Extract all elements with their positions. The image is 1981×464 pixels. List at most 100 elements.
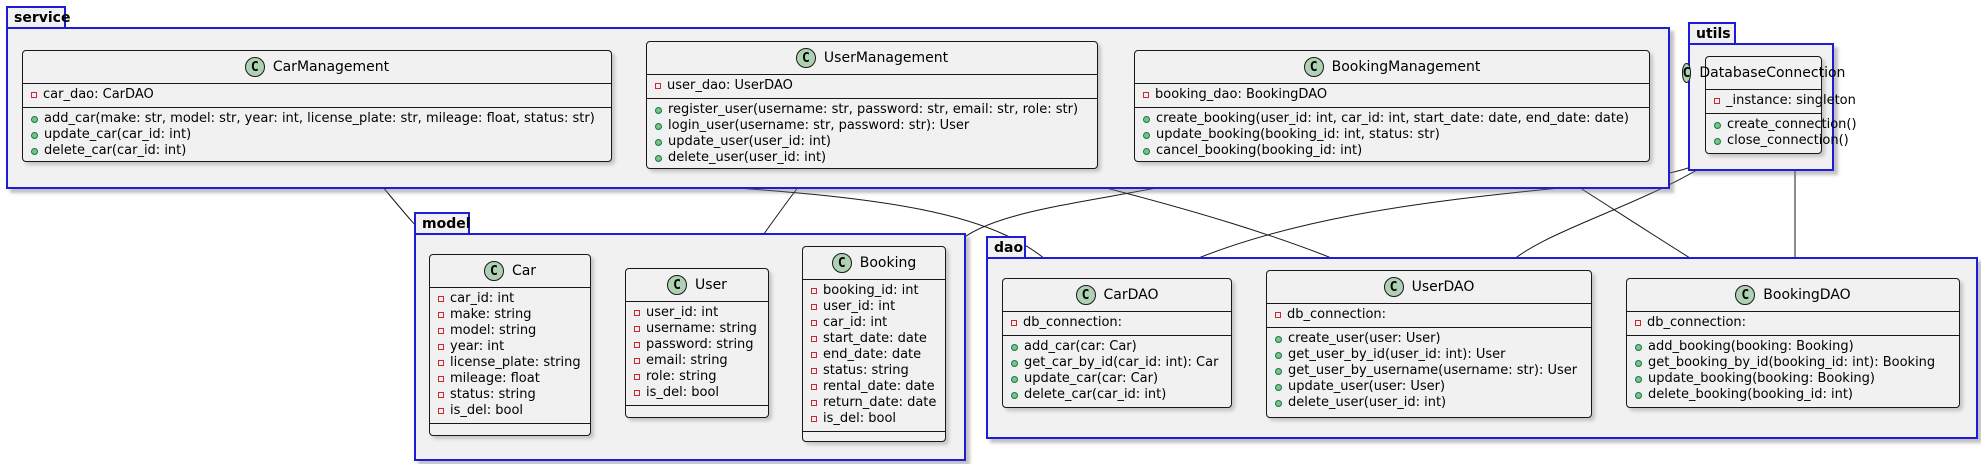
private-visibility-icon bbox=[1635, 320, 1641, 326]
attribute-row: user_dao: UserDAO bbox=[655, 78, 1089, 94]
class-stereotype-icon: C bbox=[1383, 277, 1404, 297]
operation-row: delete_user(user_id: int) bbox=[655, 150, 1089, 166]
attribute-row: status: string bbox=[438, 387, 582, 403]
private-visibility-icon bbox=[634, 358, 640, 364]
class-name: UserManagement bbox=[823, 50, 949, 66]
public-visibility-icon bbox=[31, 147, 38, 155]
operation-row: delete_car(car_id: int) bbox=[31, 143, 603, 159]
private-visibility-icon bbox=[438, 296, 444, 302]
attribute-row: is_del: bool bbox=[634, 385, 760, 401]
class-stereotype-icon: C bbox=[1075, 285, 1096, 305]
attribute-text: year: int bbox=[450, 339, 505, 354]
operation-text: create_user(user: User) bbox=[1288, 331, 1441, 346]
attribute-text: status: string bbox=[450, 387, 536, 402]
attribute-text: start_date: date bbox=[823, 331, 927, 346]
operation-row: get_user_by_id(user_id: int): User bbox=[1275, 347, 1583, 363]
operation-text: delete_user(user_id: int) bbox=[668, 150, 827, 165]
public-visibility-icon bbox=[1143, 115, 1150, 123]
operation-row: update_user(user_id: int) bbox=[655, 134, 1089, 150]
public-visibility-icon bbox=[1143, 131, 1150, 139]
private-visibility-icon bbox=[1275, 312, 1281, 318]
operation-text: get_user_by_id(user_id: int): User bbox=[1288, 347, 1506, 362]
operation-text: get_car_by_id(car_id: int): Car bbox=[1024, 355, 1219, 370]
public-visibility-icon bbox=[31, 131, 38, 139]
attribute-text: booking_id: int bbox=[823, 283, 919, 298]
attribute-row: return_date: date bbox=[811, 395, 937, 411]
operation-row: delete_user(user_id: int) bbox=[1275, 395, 1583, 411]
attribute-text: model: string bbox=[450, 323, 537, 338]
class-stereotype-icon: C bbox=[483, 261, 504, 281]
operation-row: add_car(car: Car) bbox=[1011, 339, 1223, 355]
class-name: Car bbox=[511, 263, 537, 279]
class-name: Booking bbox=[859, 255, 917, 271]
private-visibility-icon bbox=[811, 416, 817, 422]
attribute-text: mileage: float bbox=[450, 371, 540, 386]
private-visibility-icon bbox=[634, 374, 640, 380]
attribute-row: status: string bbox=[811, 363, 937, 379]
attribute-text: booking_dao: BookingDAO bbox=[1155, 87, 1328, 102]
attribute-row: is_del: bool bbox=[811, 411, 937, 427]
attribute-row: is_del: bool bbox=[438, 403, 582, 419]
operation-row: update_car(car: Car) bbox=[1011, 371, 1223, 387]
attribute-row: car_id: int bbox=[811, 315, 937, 331]
operation-row: get_booking_by_id(booking_id: int): Book… bbox=[1635, 355, 1951, 371]
operation-row: update_user(user: User) bbox=[1275, 379, 1583, 395]
class-operations: register_user(username: str, password: s… bbox=[647, 99, 1097, 171]
private-visibility-icon bbox=[811, 288, 817, 294]
class-attributes: db_connection: bbox=[1003, 312, 1231, 336]
operation-row: create_booking(user_id: int, car_id: int… bbox=[1143, 111, 1641, 127]
attribute-text: username: string bbox=[646, 321, 757, 336]
class-operations: create_connection()close_connection() bbox=[1706, 114, 1857, 154]
package-utils-tab: utils bbox=[1688, 22, 1736, 44]
public-visibility-icon bbox=[1275, 335, 1282, 343]
public-visibility-icon bbox=[1143, 147, 1150, 155]
class-name: BookingManagement bbox=[1331, 59, 1481, 75]
public-visibility-icon bbox=[1714, 121, 1721, 129]
operation-row: delete_car(car_id: int) bbox=[1011, 387, 1223, 403]
class-user-management[interactable]: C UserManagement user_dao: UserDAO register… bbox=[646, 41, 1098, 169]
private-visibility-icon bbox=[811, 336, 817, 342]
attribute-text: status: string bbox=[823, 363, 909, 378]
operation-text: get_user_by_username(username: str): Use… bbox=[1288, 363, 1578, 378]
class-attributes: user_dao: UserDAO bbox=[647, 75, 1097, 99]
class-stereotype-icon: C bbox=[795, 48, 816, 68]
operation-row: add_booking(booking: Booking) bbox=[1635, 339, 1951, 355]
attribute-row: booking_id: int bbox=[811, 283, 937, 299]
public-visibility-icon bbox=[31, 115, 38, 123]
operation-text: register_user(username: str, password: s… bbox=[668, 102, 1079, 117]
operation-text: login_user(username: str, password: str)… bbox=[668, 118, 970, 133]
private-visibility-icon bbox=[438, 312, 444, 318]
private-visibility-icon bbox=[438, 344, 444, 350]
attribute-row: car_dao: CarDAO bbox=[31, 87, 603, 103]
class-attributes: car_dao: CarDAO bbox=[23, 84, 611, 108]
class-attributes: _instance: singleton bbox=[1706, 90, 1856, 114]
operation-text: cancel_booking(booking_id: int) bbox=[1156, 143, 1363, 158]
class-operations bbox=[803, 432, 945, 450]
attribute-text: db_connection: bbox=[1023, 315, 1123, 330]
attribute-text: is_del: bool bbox=[823, 411, 897, 426]
class-operations: add_car(make: str, model: str, year: int… bbox=[23, 108, 611, 164]
class-stereotype-icon: C bbox=[244, 57, 265, 77]
class-stereotype-icon: C bbox=[831, 253, 852, 273]
attribute-text: make: string bbox=[450, 307, 532, 322]
public-visibility-icon bbox=[655, 154, 662, 162]
class-header: C Car bbox=[430, 255, 590, 288]
private-visibility-icon bbox=[634, 310, 640, 316]
attribute-text: rental_date: date bbox=[823, 379, 935, 394]
private-visibility-icon bbox=[438, 360, 444, 366]
